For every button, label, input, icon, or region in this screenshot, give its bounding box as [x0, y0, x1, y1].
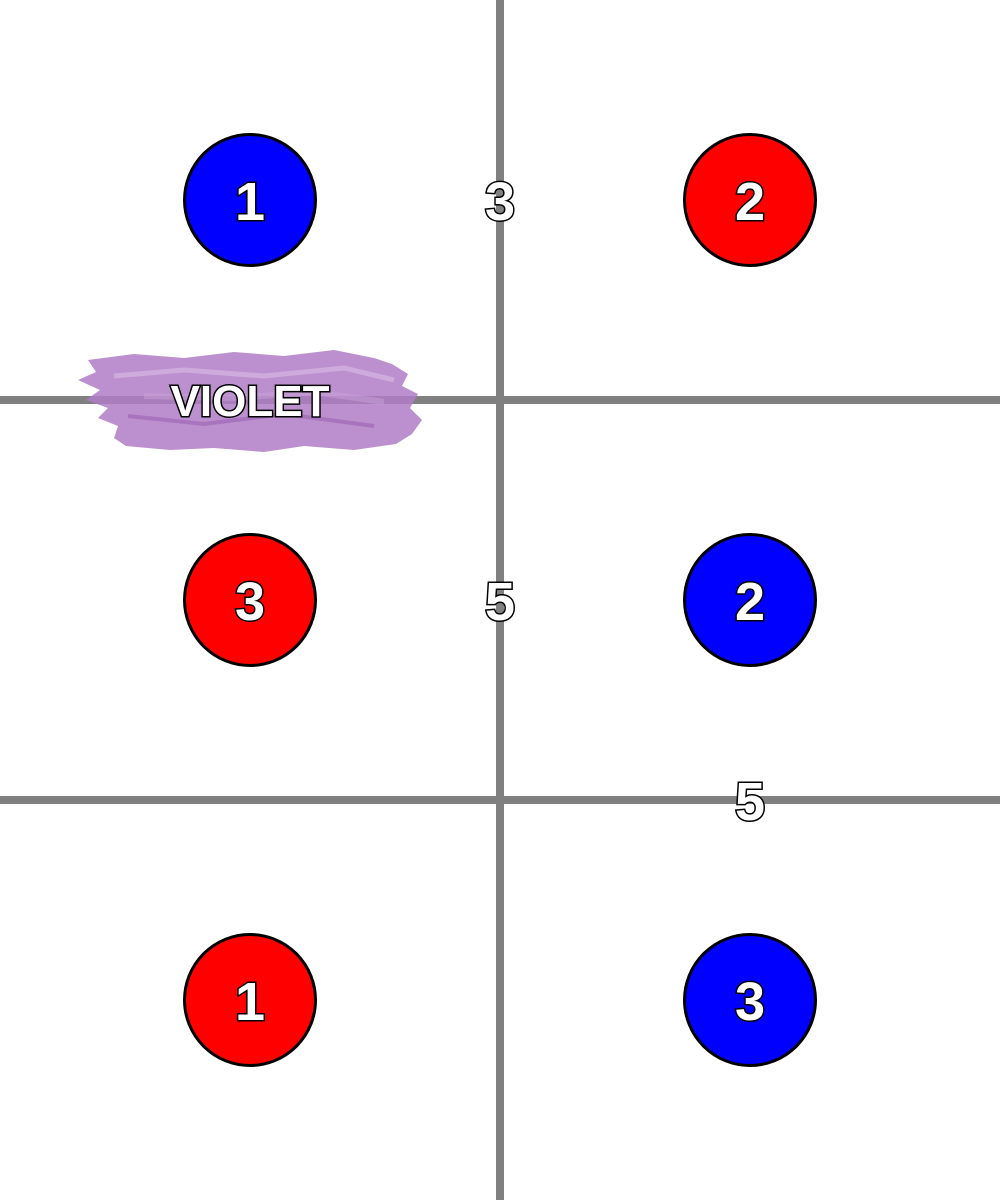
blue-token-2-label: 2 [733, 571, 766, 634]
blue-token-3-label: 3 [733, 971, 766, 1034]
violet-label: VIOLET [169, 376, 331, 428]
grid-line-vertical [496, 0, 504, 1200]
blue-token-2[interactable] [683, 533, 817, 667]
edge-label-top-middle: 3 [483, 171, 516, 234]
grid-line-horizontal-upper [0, 396, 1000, 404]
red-token-1-label: 1 [233, 971, 266, 1034]
edge-label-right-lower: 5 [733, 771, 766, 834]
red-token-2-label: 2 [733, 171, 766, 234]
red-token-2[interactable] [683, 133, 817, 267]
red-token-3[interactable] [183, 533, 317, 667]
blue-token-1[interactable] [183, 133, 317, 267]
blue-token-3[interactable] [683, 933, 817, 1067]
red-token-3-label: 3 [233, 571, 266, 634]
red-token-1[interactable] [183, 933, 317, 1067]
edge-label-center-middle: 5 [483, 571, 516, 634]
blue-token-1-label: 1 [233, 171, 266, 234]
violet-brush-stroke-icon [78, 350, 422, 452]
grid-line-horizontal-lower [0, 796, 1000, 804]
